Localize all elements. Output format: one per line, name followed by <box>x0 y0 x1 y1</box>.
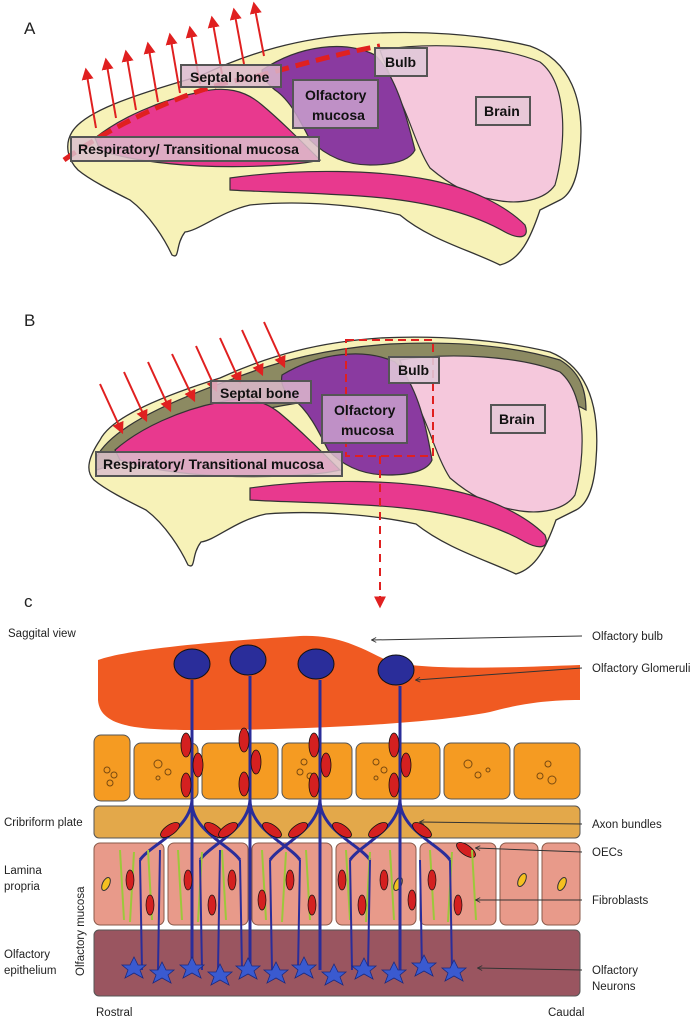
unit-4 <box>348 654 476 970</box>
svg-text:Septal bone: Septal bone <box>190 69 270 85</box>
label-olfactory-epithelium-1: Olfactory <box>4 949 50 961</box>
unit-2 <box>198 644 302 970</box>
callout-axon-bundles: Axon bundles <box>592 819 662 831</box>
unit-3 <box>268 648 372 970</box>
glomerulus <box>173 648 211 680</box>
panel-b-letter: B <box>24 311 35 330</box>
svg-text:Bulb: Bulb <box>398 362 429 378</box>
lower-tissue-b <box>249 480 547 548</box>
panel-c-letter: c <box>24 592 33 611</box>
panel-a-letter: A <box>24 19 36 38</box>
lamina-fibers <box>119 849 477 971</box>
olfactory-bulb-shape <box>98 635 580 730</box>
label-olfactory-mucosa-a: Olfactory mucosa <box>292 79 379 129</box>
zoom-box-b <box>345 339 434 457</box>
label-olfactory-mucosa-b: Olfactory mucosa <box>321 394 408 444</box>
label-lamina-propria-1: Lamina <box>4 865 42 877</box>
svg-text:Olfactory: Olfactory <box>334 402 396 418</box>
glomerulus <box>229 644 267 676</box>
callout-lines <box>372 635 583 970</box>
label-septal-bone-b: Septal bone <box>210 380 312 404</box>
callout-olfactory-glomeruli: Olfactory Glomeruli <box>592 663 690 675</box>
label-brain-b: Brain <box>490 404 546 434</box>
lower-tissue-a <box>229 170 527 238</box>
label-rostral: Rostral <box>96 1007 132 1019</box>
olfactory-neurons <box>120 954 468 986</box>
panel-a-head: Septal bone Bulb Olfactory mucosa Brain … <box>62 1 582 266</box>
callout-olfactory-neurons-2: Neurons <box>592 981 636 993</box>
callout-oecs: OECs <box>592 847 623 859</box>
callout-fibroblasts: Fibroblasts <box>592 895 648 907</box>
label-respiratory-a: Respiratory/ Transitional mucosa <box>70 136 320 162</box>
label-caudal: Caudal <box>548 1007 584 1019</box>
svg-text:Septal bone: Septal bone <box>220 385 300 401</box>
label-bulb-a: Bulb <box>374 47 428 77</box>
orange-cell-layer <box>93 734 581 802</box>
svg-text:mucosa: mucosa <box>312 107 365 123</box>
label-respiratory-b: Respiratory/ Transitional mucosa <box>95 451 343 477</box>
callout-olfactory-neurons-1: Olfactory <box>592 965 638 977</box>
label-bulb-b: Bulb <box>388 356 440 384</box>
label-olfactory-epithelium-2: epithelium <box>4 965 56 977</box>
label-olfactory-mucosa-vertical: Olfactory mucosa <box>75 886 87 976</box>
lamina-propria-layer <box>93 842 581 926</box>
glomerulus <box>377 654 415 686</box>
svg-text:Brain: Brain <box>484 103 520 119</box>
glomerulus <box>297 648 335 680</box>
svg-text:Olfactory: Olfactory <box>305 87 367 103</box>
olfactory-epithelium-layer <box>93 929 581 997</box>
label-cribriform-plate: Cribriform plate <box>4 817 83 829</box>
label-lamina-propria-2: propria <box>4 881 40 893</box>
svg-text:mucosa: mucosa <box>341 422 394 438</box>
svg-text:Brain: Brain <box>499 411 535 427</box>
unit-1 <box>138 648 242 970</box>
label-saggital-view: Saggital view <box>8 628 76 640</box>
arrows-b <box>99 321 286 435</box>
label-septal-bone-a: Septal bone <box>180 64 282 88</box>
label-brain-a: Brain <box>475 96 531 126</box>
svg-text:Bulb: Bulb <box>385 54 416 70</box>
svg-text:Respiratory/ Transitional muco: Respiratory/ Transitional mucosa <box>78 141 299 157</box>
svg-text:Respiratory/ Transitional muco: Respiratory/ Transitional mucosa <box>103 456 324 472</box>
axon-units <box>138 644 476 970</box>
callout-olfactory-bulb: Olfactory bulb <box>592 631 663 643</box>
panel-b-head: Septal bone Bulb Olfactory mucosa Brain … <box>88 321 598 609</box>
